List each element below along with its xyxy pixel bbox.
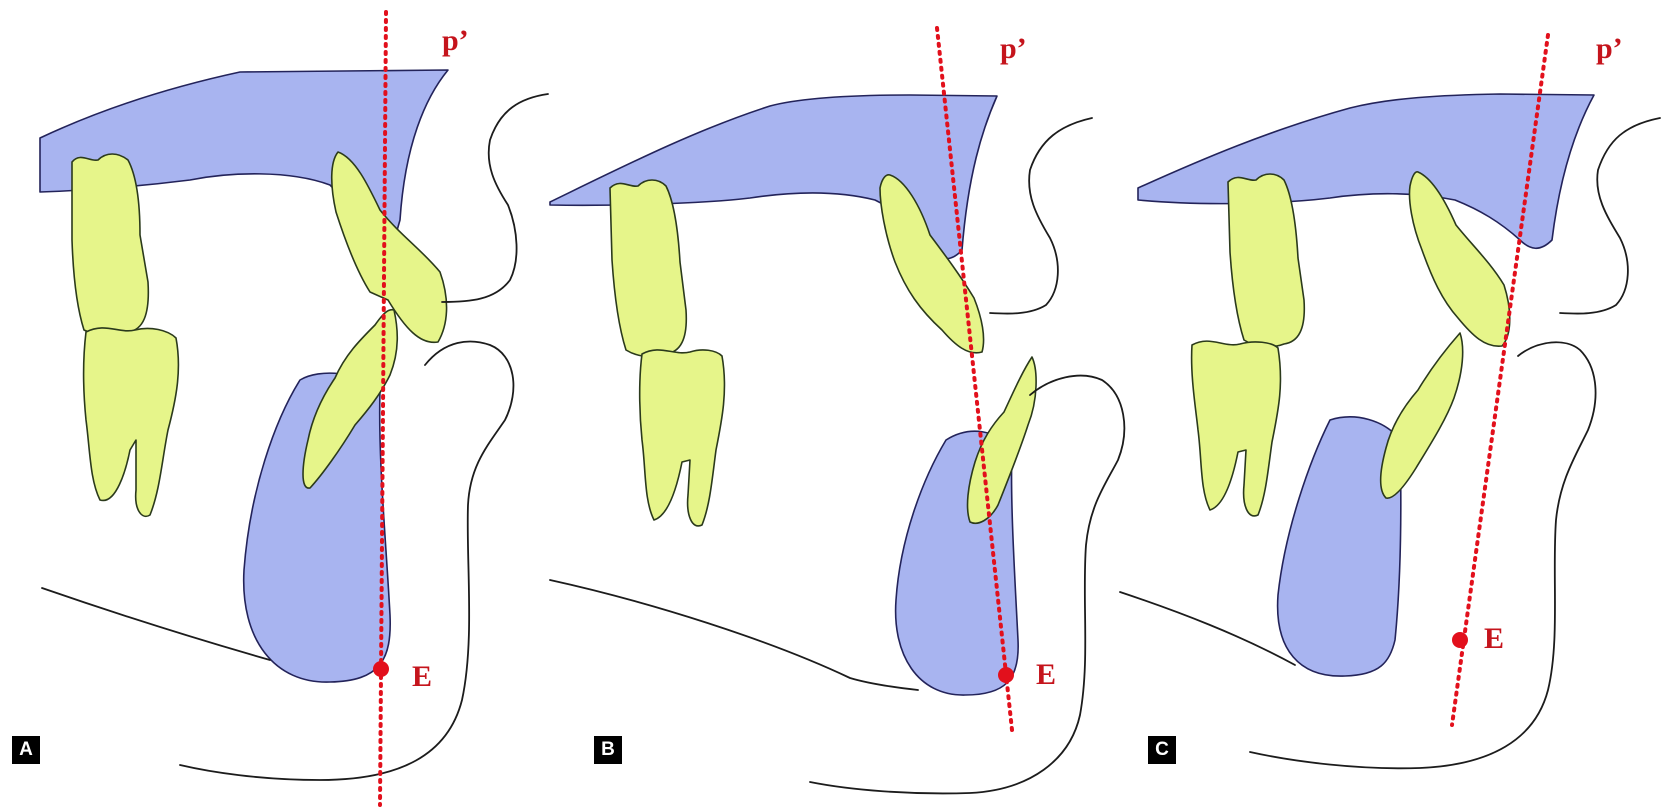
label-point-e: E xyxy=(1484,624,1504,654)
mandibular-symphysis xyxy=(1278,417,1401,676)
label-point-e: E xyxy=(1036,660,1056,690)
label-p-prime: p’ xyxy=(442,26,469,56)
panel-tag-a: A xyxy=(12,736,40,764)
panel-b-drawing xyxy=(550,0,1120,809)
upper-molar xyxy=(610,180,686,357)
mandibular-border xyxy=(42,588,270,660)
upper-lip-profile xyxy=(990,118,1092,314)
mandibular-border xyxy=(550,580,918,690)
panel-a: p’ E A xyxy=(0,0,550,809)
panel-c: p’ E C xyxy=(1120,0,1668,809)
point-e-marker xyxy=(998,667,1014,683)
lower-molar xyxy=(1192,341,1281,516)
panel-a-drawing xyxy=(0,0,550,809)
lower-incisor xyxy=(1381,333,1463,498)
panel-tag-b: B xyxy=(594,736,622,764)
point-e-marker xyxy=(373,661,389,677)
label-p-prime: p’ xyxy=(1596,34,1623,64)
label-p-prime: p’ xyxy=(1000,34,1027,64)
upper-lip-profile xyxy=(442,94,548,302)
upper-lip-profile xyxy=(1560,118,1660,314)
panel-tag-c: C xyxy=(1148,736,1176,764)
label-point-e: E xyxy=(412,662,432,692)
mandibular-border xyxy=(1120,592,1295,665)
panel-c-drawing xyxy=(1120,0,1668,809)
panel-b: p’ E B xyxy=(550,0,1120,809)
lower-molar xyxy=(84,328,179,516)
lower-molar xyxy=(640,350,725,526)
point-e-marker xyxy=(1452,632,1468,648)
maxilla xyxy=(1138,94,1594,248)
